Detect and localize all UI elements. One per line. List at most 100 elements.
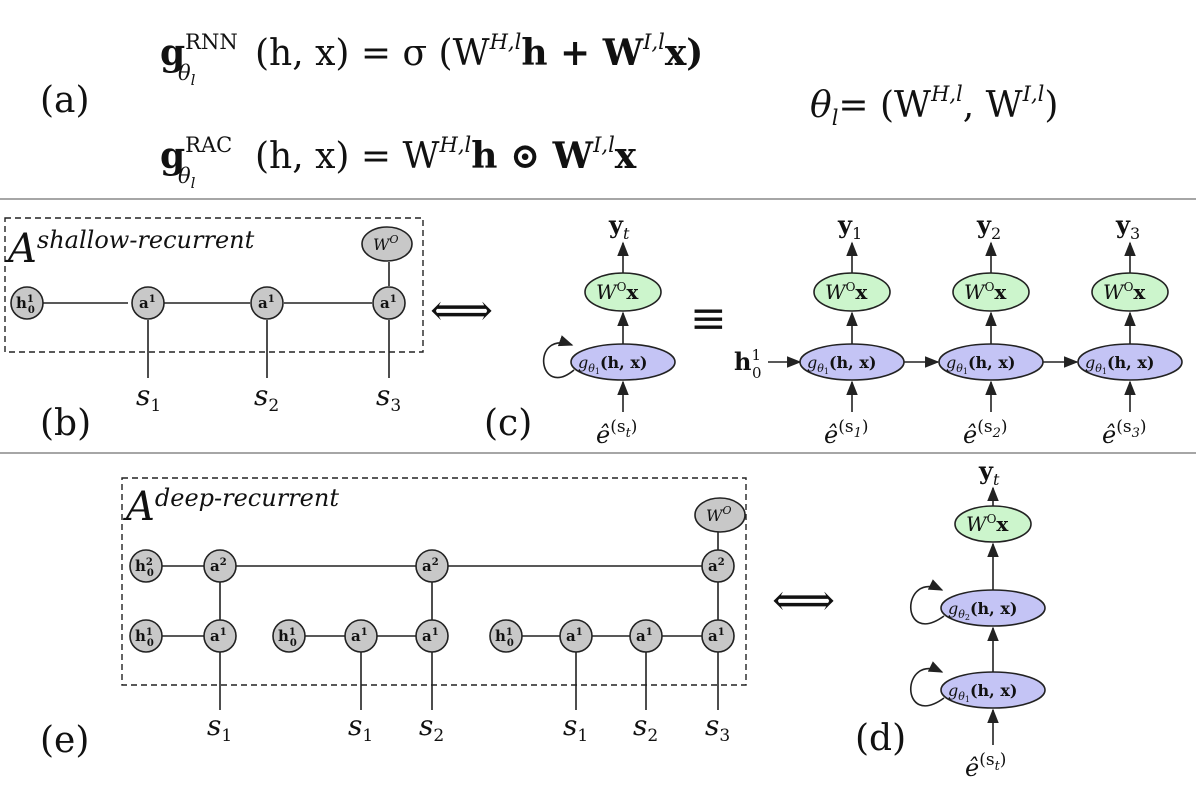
svg-text:Ashallow-recurrent: Ashallow-recurrent [4, 226, 255, 272]
svg-text:WO: WO [706, 504, 731, 525]
node-wo: WO [361, 226, 413, 262]
svg-text:a1: a1 [210, 627, 227, 645]
svg-text:a1: a1 [258, 294, 275, 312]
svg-text:a1: a1 [566, 627, 583, 645]
unrolled-cell-3: y3 WOx gθ1(h, x) ê(s3) [1077, 210, 1183, 449]
eq-rac-w1-sup: H,l [439, 133, 472, 157]
node-a1-e5: a1 [629, 619, 663, 653]
svg-text:y3: y3 [1115, 210, 1140, 243]
shallow-title-sup: shallow-recurrent [37, 226, 255, 254]
deep-wo-node [954, 505, 1032, 543]
svg-text:gθ1(h, x): gθ1(h, x) [578, 353, 647, 376]
node-a2-3: a2 [701, 549, 735, 583]
node-a1-e2: a1 [344, 619, 378, 653]
svg-text:WOx: WOx [825, 280, 868, 304]
wo-node [584, 272, 662, 312]
node-deep-wo: WO [694, 497, 746, 533]
eq-rnn-w1-sup: H,l [489, 30, 522, 54]
eq-rnn-sub: θ [178, 61, 191, 85]
self-loop-g1 [909, 661, 945, 707]
node-a2-1: a2 [203, 549, 237, 583]
svg-text:gRNN: gRNN [160, 30, 238, 74]
equation-rnn: gRNN θl (h, x) = σ (WH,lh + WI,lx) [160, 30, 703, 89]
eq-rac-sub: θ [178, 164, 191, 188]
equiv-symbol-bc: ⟺ [430, 285, 493, 336]
deep-input-2: s1 [348, 709, 373, 746]
eq-theta-end: ) [1044, 85, 1058, 126]
svg-text:gθ2(h, x): gθ2(h, x) [948, 599, 1017, 622]
svg-text:h10: h10 [495, 627, 514, 649]
svg-text:(h, x) = σ (WH,lh + WI,lx): (h, x) = σ (WH,lh + WI,lx) [255, 30, 703, 74]
shallow-title-main: A [4, 226, 37, 272]
equation-theta: θl= (WH,l, WI,l) [810, 82, 1058, 130]
deep-input-4: s1 [563, 709, 588, 746]
eq-rnn-w2-sup: I,l [642, 30, 665, 54]
svg-text:(h, x) = WH,lh ⊙ WI,lx: (h, x) = WH,lh ⊙ WI,lx [255, 133, 637, 177]
deep-output-yt: yt [978, 456, 1000, 489]
unrolled-cell-1: y1 WOx gθ1(h, x) ê(s1) [799, 210, 905, 449]
node-a1-1: a1 [131, 286, 165, 320]
svg-text:h20: h20 [135, 557, 154, 579]
deep-box [121, 477, 747, 686]
eq-rac-subsub: l [191, 174, 196, 192]
deep-input-6: s3 [705, 709, 730, 746]
panel-label-d: (d) [855, 718, 906, 759]
eq-theta: θ [810, 85, 832, 126]
input-s1: s1 [136, 379, 161, 416]
g1-node [940, 671, 1046, 709]
eq-rnn-end: x) [665, 32, 704, 74]
svg-text:θl: θl [178, 164, 196, 192]
eq-rac-w2-sup: I,l [592, 133, 615, 157]
panel-label-c: (c) [484, 403, 532, 444]
svg-text:ê(s3): ê(s3) [1102, 417, 1146, 449]
eq-rac-mid: h ⊙ W [471, 135, 593, 177]
node-a1-3: a1 [372, 286, 406, 320]
node-a1-e3: a1 [415, 619, 449, 653]
eq-rnn-g: g [160, 32, 185, 74]
panel-a: (a) gRNN θl (h, x) = σ (WH,lh + WI,lx) g… [40, 30, 1058, 192]
eq-rnn-args: (h, x) = σ (W [255, 33, 490, 74]
input-s2: s2 [254, 379, 279, 416]
eq-theta-comma: , W [963, 85, 1023, 126]
svg-text:y2: y2 [976, 210, 1001, 243]
node-a1-e1: a1 [203, 619, 237, 653]
deep-title-main: A [122, 484, 155, 530]
svg-text:h10: h10 [135, 627, 154, 649]
svg-text:a2: a2 [708, 557, 725, 575]
shallow-box [4, 217, 424, 353]
svg-text:a1: a1 [380, 294, 397, 312]
svg-text:a1: a1 [636, 627, 653, 645]
g-node [570, 343, 676, 381]
svg-text:y1: y1 [837, 210, 862, 243]
output-yt: yt [608, 210, 630, 243]
svg-text:θl= (WH,l, WI,l): θl= (WH,l, WI,l) [810, 82, 1058, 130]
svg-text:gθ1(h, x): gθ1(h, x) [807, 353, 876, 376]
deep-input-3: s2 [419, 709, 444, 746]
svg-text:ê(s2): ê(s2) [963, 417, 1007, 449]
svg-text:gθ1(h, x): gθ1(h, x) [948, 681, 1017, 704]
eq-rac-g: g [160, 135, 185, 177]
panel-d: (d) yt WOx gθ2(h, x) gθ1(h, x) ê(st) [855, 456, 1046, 782]
svg-text:WO: WO [373, 233, 398, 254]
svg-text:WOx: WOx [596, 280, 639, 304]
svg-text:Adeep-recurrent: Adeep-recurrent [122, 484, 339, 530]
unrolled-cell-2: y2 WOx gθ1(h, x) ê(s2) [938, 210, 1044, 449]
eq-rnn-subsub: l [191, 71, 196, 89]
deep-title-sup: deep-recurrent [155, 484, 339, 512]
eq-rnn-sup: RNN [185, 30, 238, 54]
svg-text:a2: a2 [422, 557, 439, 575]
svg-text:a1: a1 [351, 627, 368, 645]
svg-text:WOx: WOx [964, 280, 1007, 304]
eq-rnn-mid: h + W [521, 32, 643, 74]
panel-label-e: (e) [40, 720, 89, 761]
svg-text:WOx: WOx [1103, 280, 1146, 304]
svg-text:h10: h10 [16, 294, 35, 316]
